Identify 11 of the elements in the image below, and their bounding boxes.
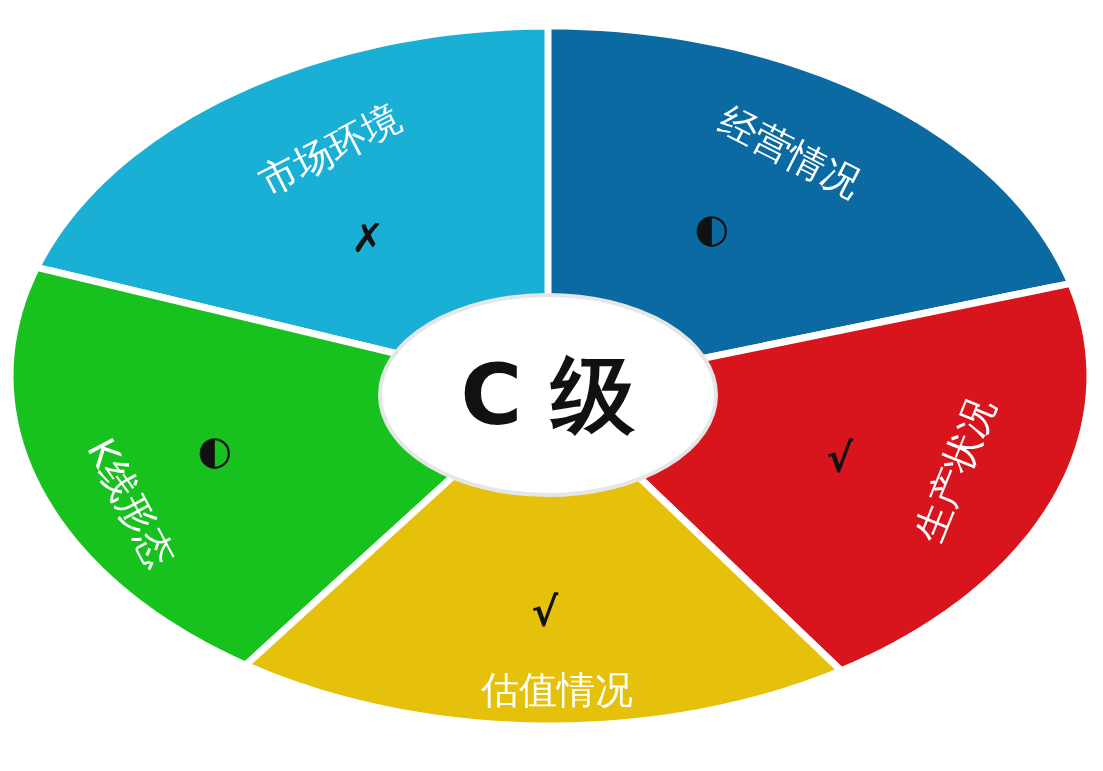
- segment-label: K线形态: [80, 432, 180, 574]
- rating-mark: √: [531, 592, 559, 632]
- segment-label: 生产状况: [908, 392, 1002, 548]
- grade-label: C 级: [460, 353, 636, 437]
- rating-mark: ◐: [197, 430, 233, 470]
- rating-mark: ✗: [351, 218, 385, 258]
- rating-mark: ◐: [694, 208, 730, 248]
- segment-label: 市场环境: [253, 98, 407, 202]
- rating-mark: √: [826, 438, 854, 478]
- segment-label: 估值情况: [481, 671, 633, 709]
- segment-label: 经营情况: [713, 100, 867, 204]
